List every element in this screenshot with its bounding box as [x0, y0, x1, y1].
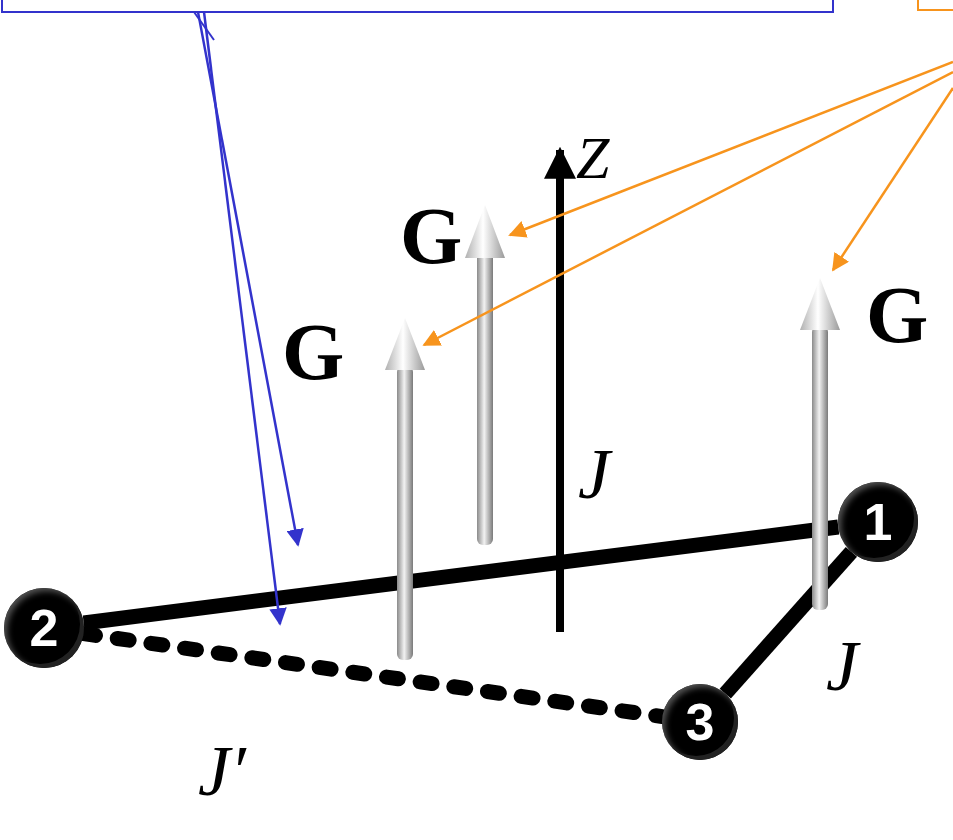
- g-arrow: [385, 318, 425, 660]
- leader-line: [833, 88, 953, 270]
- axis-label: Z: [576, 128, 609, 188]
- field-label: G: [400, 196, 462, 276]
- coupling-label: J: [578, 438, 610, 510]
- site-number: 1: [864, 496, 893, 548]
- callout-box: [2, 0, 833, 12]
- leader-line: [510, 62, 953, 235]
- spin-site: 1: [838, 482, 918, 562]
- g-arrow: [465, 205, 505, 545]
- site-number: 2: [30, 602, 59, 654]
- bond: [84, 527, 839, 623]
- site-number: 3: [686, 696, 715, 748]
- coupling-label: J: [826, 630, 858, 702]
- z-axis: [556, 150, 564, 632]
- field-label: G: [866, 275, 928, 355]
- leader-line: [194, 12, 214, 40]
- callout-box: [918, 0, 953, 10]
- spin-site: 2: [4, 588, 84, 668]
- coupling-label: J′: [198, 735, 246, 807]
- dashed-bond: [84, 634, 663, 717]
- g-arrow: [800, 278, 840, 610]
- leader-line: [204, 12, 280, 624]
- field-label: G: [282, 312, 344, 392]
- spin-site: 3: [662, 684, 738, 760]
